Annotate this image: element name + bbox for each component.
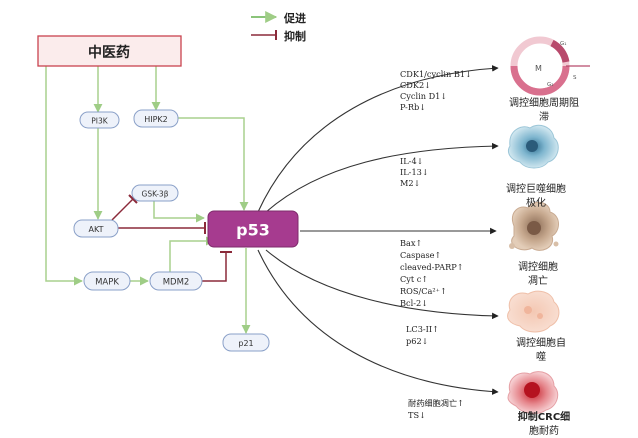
gsk3b-node: GSK-3β: [131, 184, 179, 202]
apoptosis-marker: cleaved-PARP↑: [400, 262, 464, 272]
apoptosis-marker: ROS/Ca²⁺↑: [400, 286, 447, 296]
cell-cycle-outcome-label: 调控细胞周期阻: [509, 96, 579, 109]
macrophage-outcome-label: 极化: [526, 196, 546, 209]
apoptosis-outcome-label: 凋亡: [528, 274, 548, 287]
pi3k-node: PI3K: [79, 111, 120, 129]
mapk-label: MAPK: [95, 278, 119, 288]
arrow-crc-resistance: [257, 249, 499, 395]
outcome-arrows: [257, 65, 499, 395]
macrophage-icon: [507, 124, 559, 169]
cell-cycle-outcome-label: 滞: [539, 111, 549, 123]
mdm2-label: MDM2: [163, 278, 190, 288]
promote-legend-label: 促进: [283, 11, 306, 25]
arrow-macrophage: [265, 142, 499, 213]
akt-node: AKT: [73, 219, 119, 238]
autophagy-marker: p62↓: [406, 336, 429, 346]
crc-resistance-marker: 耐药细胞凋亡↑: [408, 398, 464, 408]
apoptosis-outcome-label: 调控细胞: [518, 260, 558, 273]
crc-outcome-label: 胞耐药: [529, 424, 559, 437]
hipk2-node: HIPK2: [133, 109, 179, 128]
arrow-cell-cycle: [257, 65, 499, 213]
autophagy-outcome-label: 噬: [536, 350, 546, 363]
mdm2-to-p53-arrow: [169, 236, 215, 272]
crc-resistance-marker: TS↓: [408, 410, 426, 420]
cell-cycle-marker: Cyclin D1↓: [400, 91, 447, 101]
apoptosis-marker: Caspase↑: [400, 250, 441, 260]
cell-cycle-m-label: M: [535, 64, 542, 73]
tcm-label: 中医药: [88, 44, 130, 61]
macrophage-marker: IL-4↓: [400, 156, 424, 166]
p53-label: p53: [236, 221, 270, 240]
mapk-node: MAPK: [83, 271, 131, 291]
crc-outcome-label: 抑制CRC细: [518, 410, 570, 423]
cell-cycle-g2-label: G₂: [547, 82, 553, 88]
cell-cycle-marker: CDK2↓: [400, 80, 431, 90]
legend: 促进 抑制: [251, 11, 306, 43]
cell-cycle-icon: M G₁ G₂ S: [510, 36, 590, 96]
gsk3b-to-p53-arrow: [153, 201, 205, 223]
pi3k-label: PI3K: [91, 117, 109, 126]
cell-cycle-marker: P-Rb↓: [400, 102, 426, 112]
tcm-to-mapk-arrow: [45, 66, 83, 286]
p21-node: p21: [222, 333, 270, 352]
p21-label: p21: [238, 339, 253, 348]
inhibit-connectors: [111, 194, 232, 282]
cell-cycle-g1-label: G₁: [560, 41, 566, 47]
akt-label: AKT: [89, 225, 104, 234]
tcm-node: 中医药: [37, 35, 182, 67]
inhibit-legend-label: 抑制: [284, 29, 306, 43]
akt-inhibits-gsk3b-bar: [128, 194, 138, 204]
outcome-labels: 调控细胞周期阻 滞 调控巨噬细胞 极化 调控细胞 凋亡 调控细胞自 噬 抑制CR…: [506, 96, 579, 437]
promote-connectors: [45, 66, 251, 334]
apoptotic-cell-icon: [509, 201, 559, 251]
autophagy-cell-icon: [507, 290, 560, 333]
akt-inhibits-gsk3b-line: [111, 198, 134, 221]
marker-texts: CDK1/cyclin B1↓ CDK2↓ Cyclin D1↓ P-Rb↓ I…: [400, 69, 472, 420]
macrophage-marker: IL-13↓: [400, 167, 429, 177]
mdm2-node: MDM2: [149, 271, 203, 291]
arrow-autophagy: [265, 249, 499, 320]
gsk3b-label: GSK-3β: [142, 190, 169, 199]
cell-cycle-marker: CDK1/cyclin B1↓: [400, 69, 472, 79]
mdm2-inhibits-p53-line: [202, 253, 227, 282]
autophagy-outcome-label: 调控细胞自: [516, 336, 566, 349]
macrophage-outcome-label: 调控巨噬细胞: [506, 182, 566, 195]
macrophage-marker: M2↓: [400, 178, 420, 188]
hipk2-label: HIPK2: [144, 115, 168, 124]
cell-cycle-s-label: S: [573, 75, 577, 81]
p53-node: p53: [207, 210, 299, 248]
apoptosis-marker: Bcl-2↓: [400, 298, 428, 308]
autophagy-marker: LC3-II↑: [406, 324, 439, 334]
crc-resistant-cell-icon: [507, 371, 559, 414]
hipk2-to-p53-arrow: [178, 117, 249, 211]
apoptosis-marker: Cyt c↑: [400, 274, 428, 284]
apoptosis-marker: Bax↑: [400, 238, 422, 248]
